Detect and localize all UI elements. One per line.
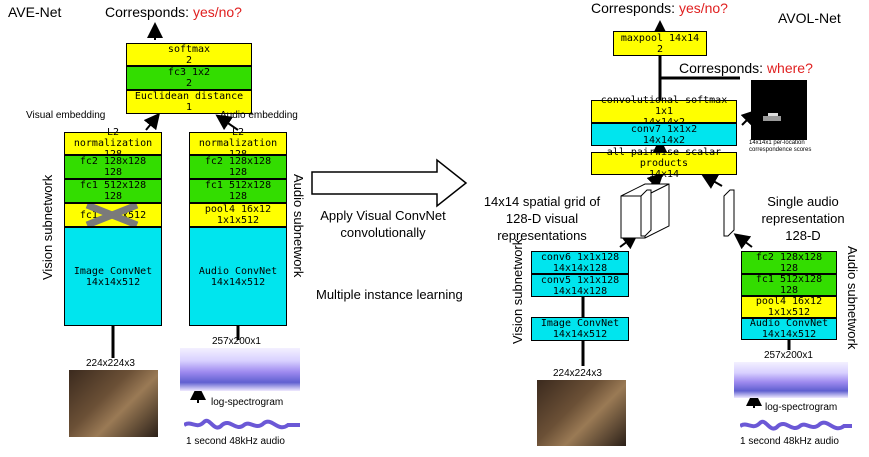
avol-guitar-frame-image [537,380,626,446]
log-spectrogram-label: log-spectrogram [211,397,284,408]
vision-l2-block: L2 normalization128 [64,127,162,160]
correspondence-heatmap [751,80,807,140]
spectrogram-dim-label: 257x200x1 [212,336,261,347]
mil-label: Multiple instance learning [316,287,463,302]
avol-audio-waveform-icon [740,419,852,431]
avol-audio-caption: 1 second 48kHz audio [740,436,839,447]
audio-caption: 1 second 48kHz audio [186,436,285,447]
avol-image-dim-label: 224x224x3 [553,368,602,379]
where-label: Corresponds: where? [679,60,813,76]
guitar-frame-image [69,370,158,437]
vision-crossed-block: fc1 1x1x512 [64,203,162,227]
corresponds-label: Corresponds: yes/no? [105,4,242,20]
image-dim-label: 224x224x3 [86,358,135,369]
avol-corresponds-label: Corresponds: yes/no? [591,0,728,16]
avol-spectrogram-image [734,362,848,398]
audio-l2-block: L2 normalization128 [189,127,287,160]
avol-log-spectrogram-label: log-spectrogram [765,402,838,413]
audio-waveform-icon [184,418,300,430]
avol-spectrogram-dim-label: 257x200x1 [764,350,813,361]
avol-net-title: AVOL-Net [778,10,841,26]
conv-softmax-block: convolutional softmax 1x114x14x2 [591,95,737,128]
cross-out-icon [85,204,139,226]
audio-subnetwork-label: Audio subnetwork [291,174,306,278]
ave-net-title: AVE-Net [8,4,62,20]
avol-audio-subnetwork-label: Audio subnetwork [845,246,860,350]
audio-embedding-label: Audio embedding [220,110,298,121]
visual-embedding-label: Visual embedding [26,110,106,121]
vision-subnetwork-label: Vision subnetwork [40,174,55,280]
spectrogram-image [180,348,300,391]
avol-vision-subnetwork-label: Vision subnetwork [510,238,525,344]
